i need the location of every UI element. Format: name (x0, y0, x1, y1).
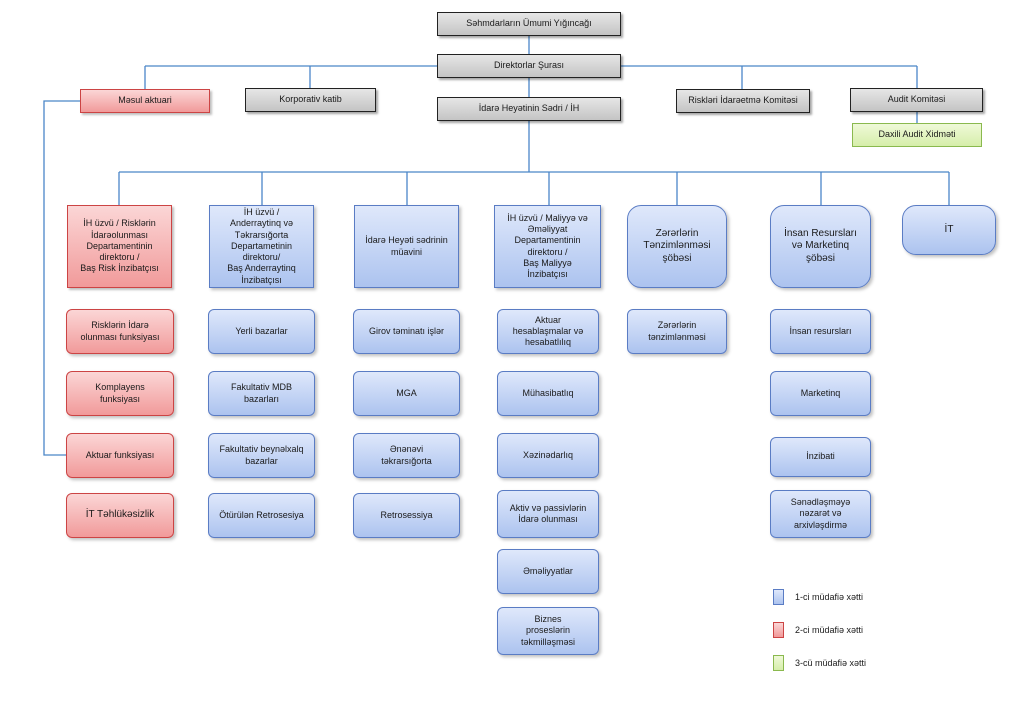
it-security-box: İT Təhlükəsizlik (66, 493, 174, 538)
legend-label-second-line: 2-ci müdafiə xətti (795, 625, 864, 635)
human-resources-box: İnsan resursları (770, 309, 871, 354)
mga-box: MGA (353, 371, 460, 416)
facultative-international-markets-box: Fakultativ beynəlxalq bazarlar (208, 433, 315, 478)
retrocession-ceded-box: Ötürülən Retrosesiya (208, 493, 315, 538)
shareholders-meeting-box: Səhmdarların Ümumi Yığıncağı (437, 12, 621, 36)
local-markets-box: Yerli bazarlar (208, 309, 315, 354)
risk-department-head-box: İH üzvü / Risklərin İdarəolunması Depart… (67, 205, 172, 288)
asset-liability-management-box: Aktiv və passivlərin İdarə olunması (497, 490, 599, 538)
chief-actuary-box: Məsul aktuari (80, 89, 210, 113)
collateral-operations-box: Girov təminatı işlər (353, 309, 460, 354)
marketing-box: Marketinq (770, 371, 871, 416)
traditional-reinsurance-box: Ənənəvi təkrarsığorta (353, 433, 460, 478)
risk-committee-box: Riskləri İdarəetmə Komitəsi (676, 89, 810, 113)
chairman-box: İdarə Heyətinin Sədri / İH (437, 97, 621, 121)
risk-management-function-box: Risklərin İdarə olunması funksiyası (66, 309, 174, 354)
legend-label-third-line: 3-cü müdafiə xətti (795, 658, 867, 668)
hr-marketing-department-head-box: İnsan Resursları və Marketinq şöbəsi (770, 205, 871, 288)
actuarial-function-box: Aktuar funksiyası (66, 433, 174, 478)
legend-swatch-second-line (773, 622, 784, 638)
accounting-box: Mühasibatlıq (497, 371, 599, 416)
business-process-improvement-box: Biznes proseslərin təkmilləşməsi (497, 607, 599, 655)
legend-label-first-line: 1-ci müdafiə xətti (795, 592, 864, 602)
it-department-box: İT (902, 205, 996, 255)
internal-audit-box: Daxili Audit Xidməti (852, 123, 982, 147)
legend-swatch-third-line (773, 655, 784, 671)
corporate-secretary-box: Korporativ katib (245, 88, 376, 112)
finance-department-head-box: İH üzvü / Maliyyə və Əməliyyat Departame… (494, 205, 601, 288)
audit-committee-box: Audit Komitəsi (850, 88, 983, 112)
legend-swatch-first-line (773, 589, 784, 605)
administration-box: İnzibati (770, 437, 871, 477)
underwriting-department-head-box: İH üzvü / Anderraytinq və Təkrarsığorta … (209, 205, 314, 288)
operations-box: Əməliyyatlar (497, 549, 599, 594)
document-control-archiving-box: Sənədləşməyə nəzarət və arxivləşdirmə (770, 490, 871, 538)
actuarial-reporting-box: Aktuar hesablaşmalar və hesabatlılıq (497, 309, 599, 354)
treasury-box: Xəzinədarlıq (497, 433, 599, 478)
board-of-directors-box: Direktorlar Şurası (437, 54, 621, 78)
deputy-chairman-box: İdarə Heyəti sədrinin müavini (354, 205, 459, 288)
claims-department-head-box: Zərərlərin Tənzimlənməsi şöbəsi (627, 205, 727, 288)
facultative-cis-markets-box: Fakultativ MDB bazarları (208, 371, 315, 416)
retrocession-box: Retrosessiya (353, 493, 460, 538)
compliance-function-box: Komplayens funksiyası (66, 371, 174, 416)
claims-settlement-box: Zərərlərin tənzimlənməsi (627, 309, 727, 354)
